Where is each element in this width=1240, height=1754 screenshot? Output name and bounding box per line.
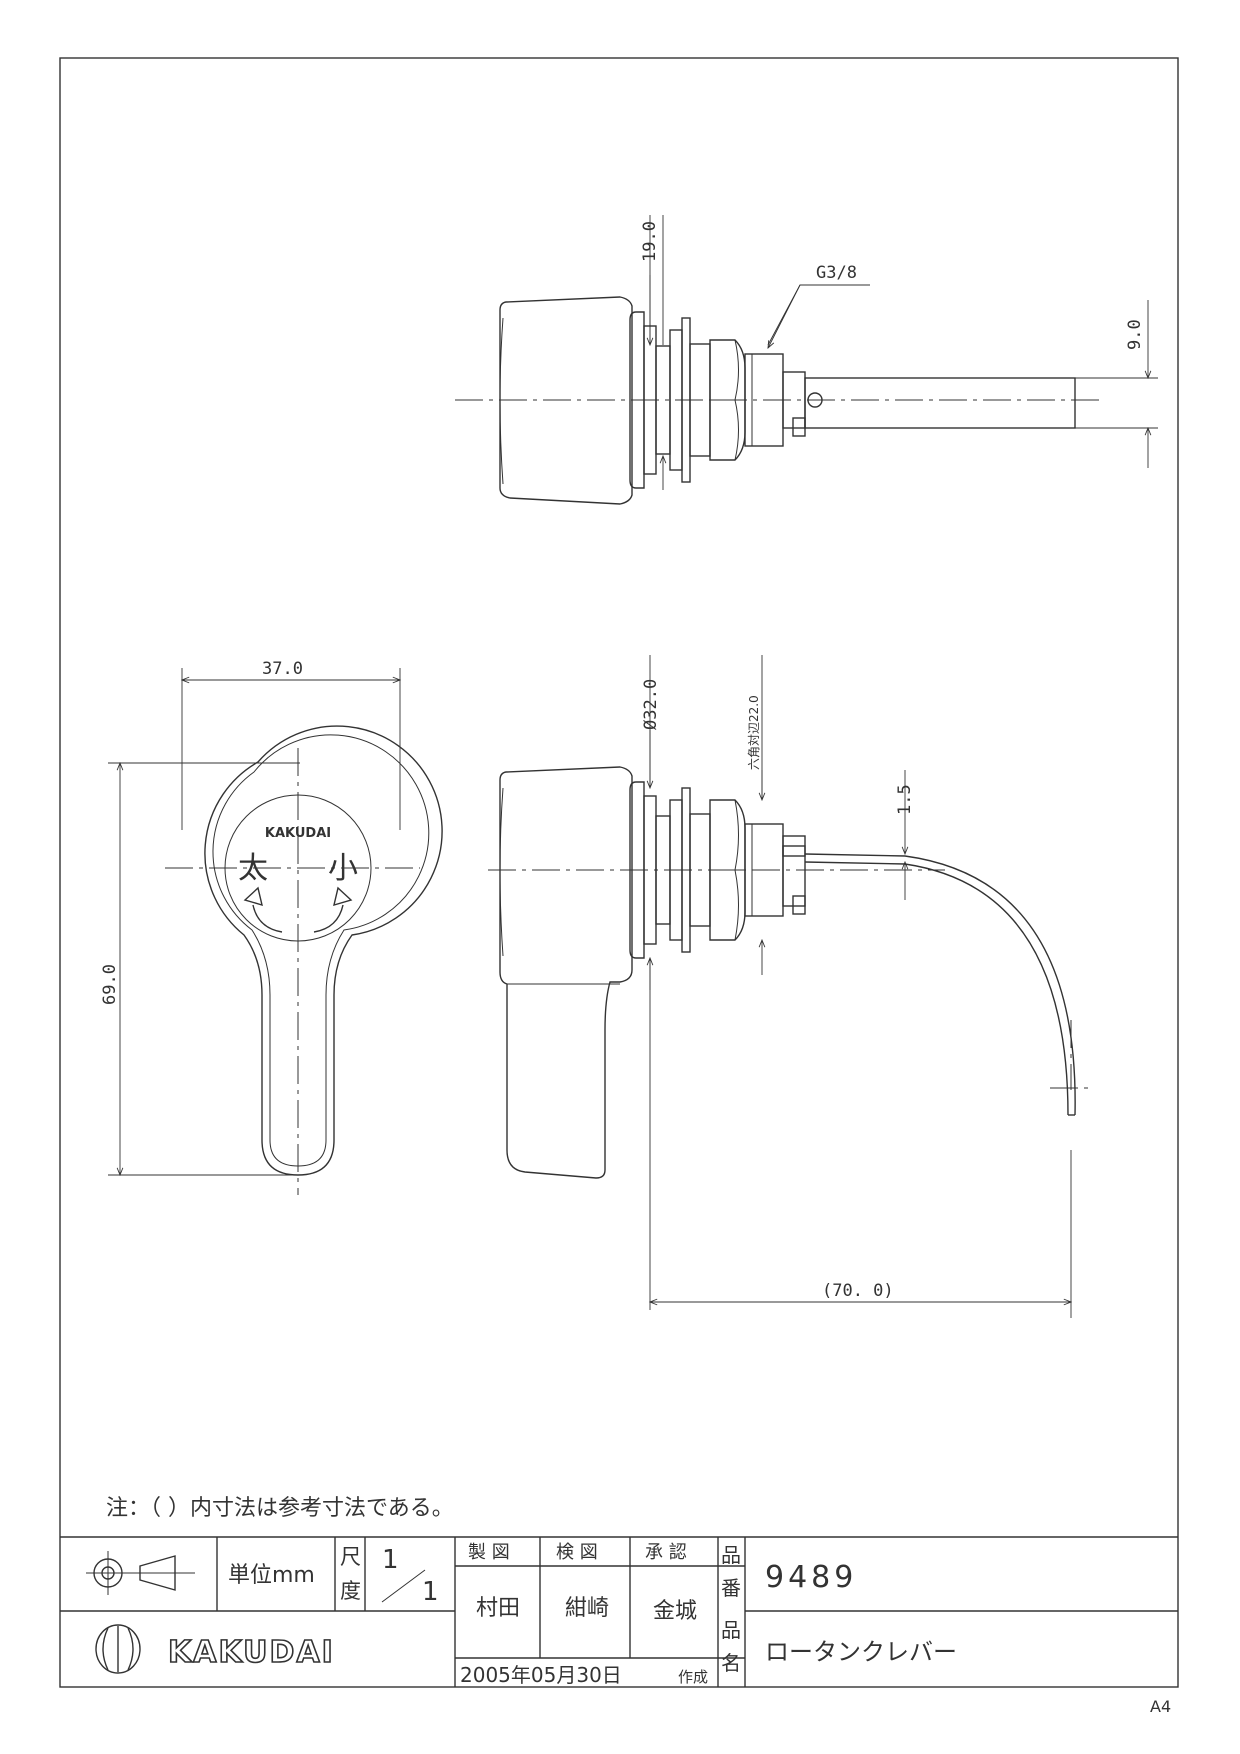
creation-date: 2005年05月30日 (460, 1663, 622, 1687)
part-name-label-2: 名 (721, 1651, 741, 1675)
dim-height: 69.0 (100, 964, 120, 1005)
dim-shaft: 9.0 (1125, 319, 1145, 350)
dim-reach: (70. 0) (822, 1281, 894, 1301)
handle-brand: KAKUDAI (265, 826, 331, 841)
drawn-by: 村田 (476, 1596, 520, 1621)
dim-hex: 六角対辺22.0 (747, 695, 761, 770)
part-no-label-1: 品 (721, 1543, 741, 1567)
checked-by: 紺崎 (565, 1596, 609, 1621)
side-view-top: 19.0 G3/8 9.0 (455, 215, 1158, 505)
title-block: 単位mm 尺 度 1 1 製 図 検 図 承 認 村田 紺崎 金城 2005年0… (60, 1536, 1178, 1687)
part-number: 9489 (765, 1560, 857, 1595)
scale-denominator: 1 (422, 1577, 439, 1607)
company-logo: KAKUDAI (95, 1624, 335, 1674)
paper-size: A4 (1150, 1697, 1171, 1716)
handle-large-label: 太 (238, 851, 268, 886)
dimension-note: 注：（ ）内寸法は参考寸法である。 (106, 1496, 454, 1521)
created-label: 作成 (678, 1668, 708, 1686)
dim-flange-dia: Ø32.0 (641, 679, 661, 730)
dim-wire: 1.5 (895, 784, 915, 815)
flush-arrow-large-icon (252, 904, 283, 933)
part-no-label-2: 番 (721, 1576, 741, 1600)
drawing-border (59, 57, 1179, 1688)
dim-width: 37.0 (262, 659, 303, 679)
part-name-label-1: 品 (721, 1618, 741, 1642)
scale-label-2: 度 (340, 1579, 361, 1603)
dim-19: 19.0 (640, 221, 660, 262)
dim-thread: G3/8 (816, 263, 857, 283)
handle-small-label: 小 (328, 851, 358, 886)
approved-by: 金城 (653, 1599, 697, 1624)
scale-numerator: 1 (382, 1545, 399, 1575)
flush-arrow-small-icon (313, 904, 344, 933)
drawn-label: 製 図 (468, 1542, 510, 1563)
part-name: ロータンクレバー (765, 1638, 957, 1666)
scale-label-1: 尺 (340, 1545, 361, 1569)
unit-label: 単位mm (228, 1563, 315, 1588)
company-name: KAKUDAI (168, 1635, 335, 1670)
front-view: KAKUDAI 太 小 37.0 69.0 (100, 659, 443, 1195)
checked-label: 検 図 (556, 1542, 598, 1563)
approved-label: 承 認 (645, 1542, 687, 1563)
third-angle-projection-icon (86, 1551, 195, 1595)
side-view-bottom: Ø32.0 六角対辺22.0 1.5 (70. 0) (488, 655, 1092, 1318)
